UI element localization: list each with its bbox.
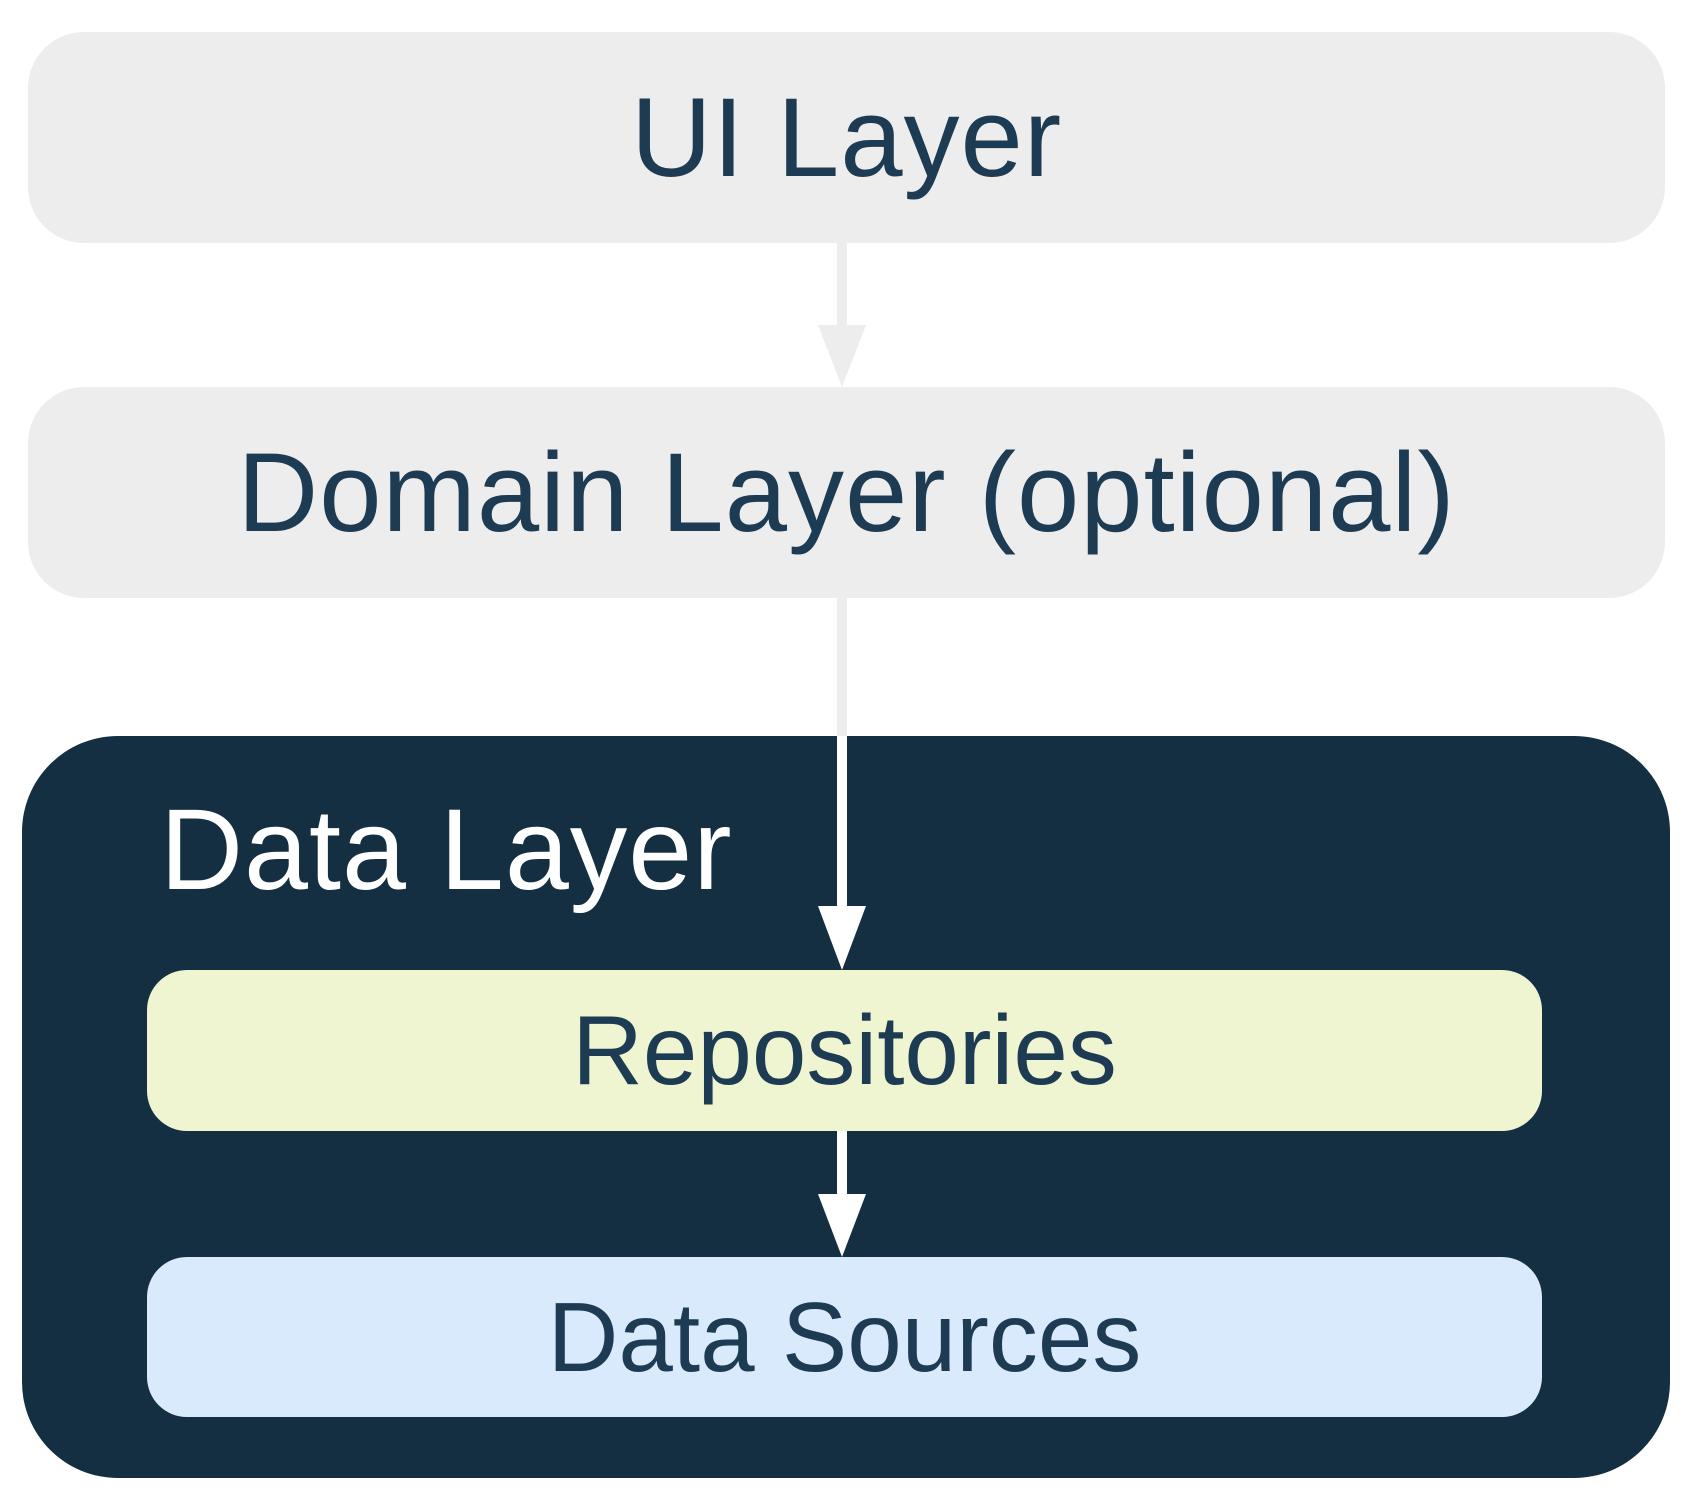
repositories-box: Repositories <box>147 970 1542 1131</box>
arrow-repositories-to-datasources-head <box>818 1194 866 1257</box>
ui-layer-label: UI Layer <box>630 75 1063 200</box>
domain-layer-label: Domain Layer (optional) <box>237 430 1456 555</box>
ui-layer-box: UI Layer <box>28 32 1665 243</box>
arrow-ui-to-domain-stem <box>837 243 847 327</box>
data-layer-label: Data Layer <box>160 786 733 914</box>
data-sources-label: Data Sources <box>547 1281 1142 1392</box>
repositories-label: Repositories <box>572 995 1117 1105</box>
arrow-domain-to-repositories-stem <box>837 598 847 908</box>
arrow-ui-to-domain-head <box>818 325 866 387</box>
domain-layer-box: Domain Layer (optional) <box>28 387 1665 598</box>
arrow-domain-to-repositories-head <box>818 906 866 970</box>
arrow-repositories-to-datasources-stem <box>837 1131 847 1196</box>
data-layer-title: Data Layer <box>160 770 733 930</box>
data-sources-box: Data Sources <box>147 1257 1542 1417</box>
